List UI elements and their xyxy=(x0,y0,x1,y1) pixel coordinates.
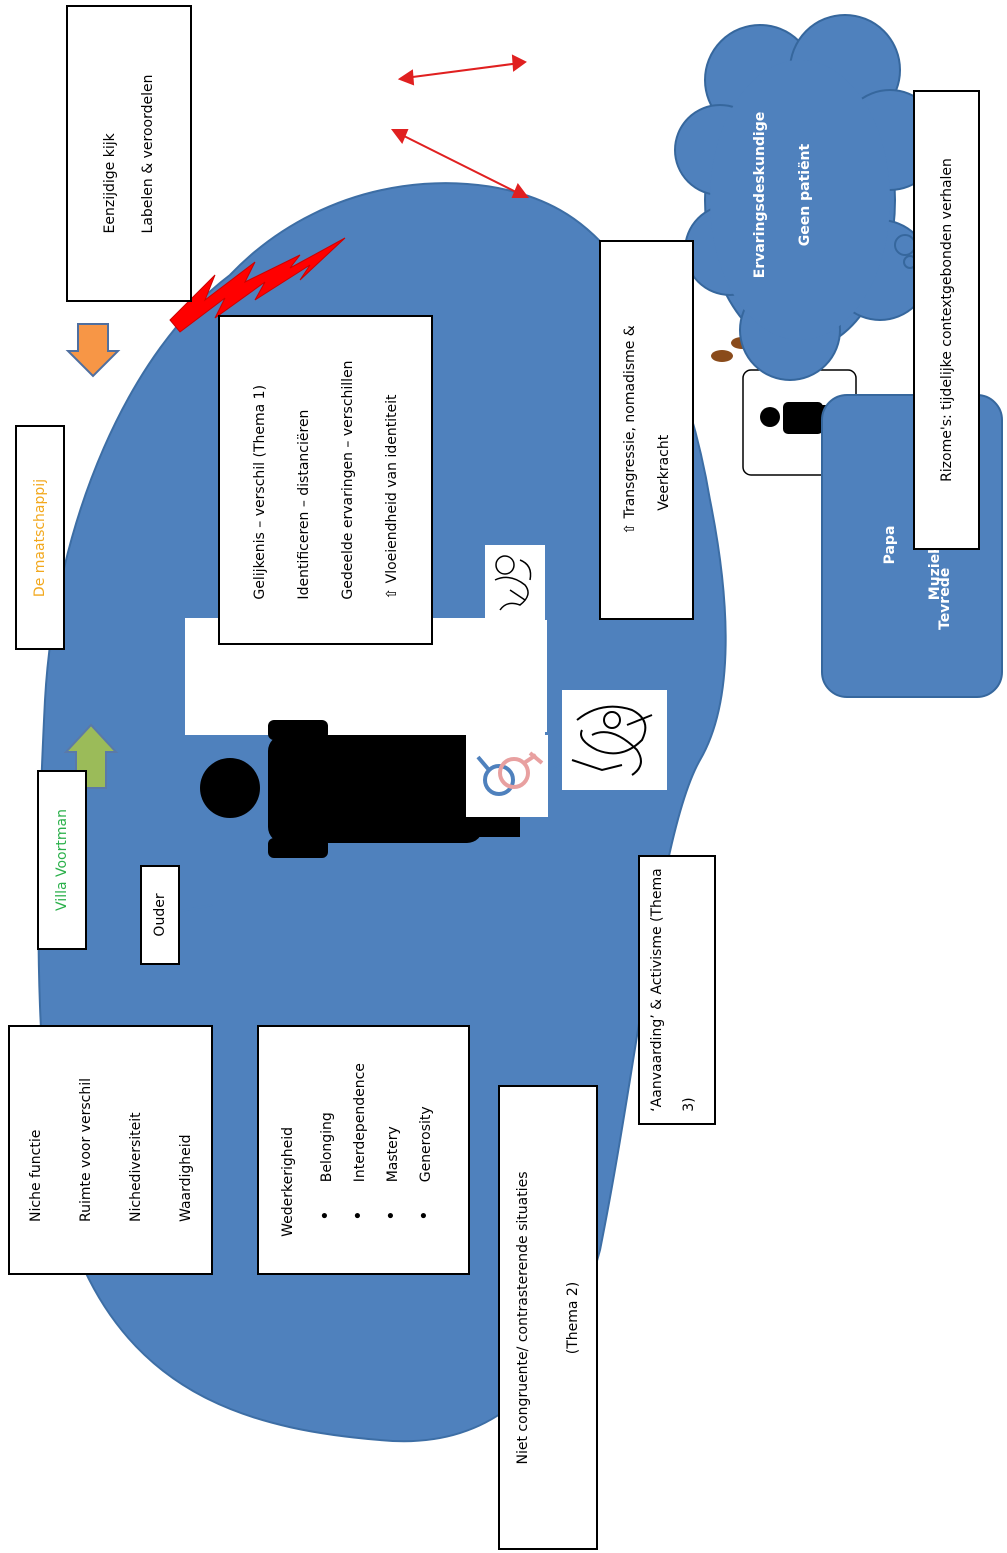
reciprocity-item: Generosity xyxy=(409,1063,442,1217)
theme2-box: Niet congruente/ contrasterende situatie… xyxy=(498,1085,598,1550)
society-label: De maatschappij xyxy=(32,478,48,597)
niche-line: Ruimte voor verschil xyxy=(77,1078,94,1222)
rhizome-box: Rizome's: tijdelijke contextgebonden ver… xyxy=(913,90,980,550)
double-arrow-icon xyxy=(397,54,527,86)
reciprocity-item: Interdependence xyxy=(343,1063,376,1217)
theme3-box: ‘Aanvaarding’ & Activisme (Thema 3) xyxy=(638,855,716,1125)
gender-icon xyxy=(466,735,548,817)
identity-line: Papa xyxy=(882,525,898,565)
top-box-line: Labelen & veroordelen xyxy=(140,74,156,233)
theme3-line: 3) xyxy=(681,1097,698,1112)
parent-label-box: Ouder xyxy=(140,865,180,965)
niche-line: Nichediversiteit xyxy=(127,1112,144,1222)
top-box-line: Eenzijdige kijk xyxy=(102,132,118,233)
cloud-line: Ervaringsdeskundige xyxy=(752,111,768,279)
villa-label: Villa Voortman xyxy=(54,809,70,911)
transgression-line: ⇧ Transgressie, nomadisme & xyxy=(621,325,638,535)
one-sided-view-box: Eenzijdige kijk Labelen & veroordelen xyxy=(66,5,192,302)
theme1-box: Gelijkenis – verschil (Thema 1) Identifi… xyxy=(218,315,433,645)
reciprocity-title: Wederkerigheid xyxy=(280,1126,297,1237)
sketch-icon xyxy=(562,690,667,790)
theme2-line: (Thema 2) xyxy=(565,1281,581,1354)
cloud-line: Geen patiënt xyxy=(797,143,813,247)
niche-box: Niche functie Ruimte voor verschil Niche… xyxy=(8,1025,213,1275)
niche-line: Niche functie xyxy=(27,1129,44,1222)
reciprocity-box: Wederkerigheid Belonging Interdependence… xyxy=(257,1025,470,1275)
theme3-line: ‘Aanvaarding’ & Activisme (Thema xyxy=(649,868,666,1112)
sketch-icon xyxy=(485,545,545,620)
theme1-line: Identificeren – distanciëren xyxy=(295,409,312,600)
villa-label-box: Villa Voortman xyxy=(37,770,87,950)
reciprocity-item: Belonging xyxy=(310,1063,343,1217)
double-arrow-icon xyxy=(391,129,529,198)
parent-label: Ouder xyxy=(152,893,168,937)
niche-line: Waardigheid xyxy=(177,1134,194,1222)
transgression-box: ⇧ Transgressie, nomadisme & Veerkracht xyxy=(599,240,694,620)
rhizome-text: Rizome's: tijdelijke contextgebonden ver… xyxy=(938,158,955,482)
lightning-icon xyxy=(169,237,346,333)
theme1-line: Gelijkenis – verschil (Thema 1) xyxy=(251,384,268,600)
theme1-line: Gedeelde ervaringen – verschillen xyxy=(339,360,356,600)
society-label-box: De maatschappij xyxy=(15,425,65,650)
transgression-line: Veerkracht xyxy=(655,434,672,511)
down-arrow-icon xyxy=(65,323,121,378)
theme2-line: Niet congruente/ contrasterende situatie… xyxy=(515,1171,531,1464)
reciprocity-item: Mastery xyxy=(376,1063,409,1217)
theme1-line: ⇧ Vloeiendheid van identiteit xyxy=(383,394,400,600)
